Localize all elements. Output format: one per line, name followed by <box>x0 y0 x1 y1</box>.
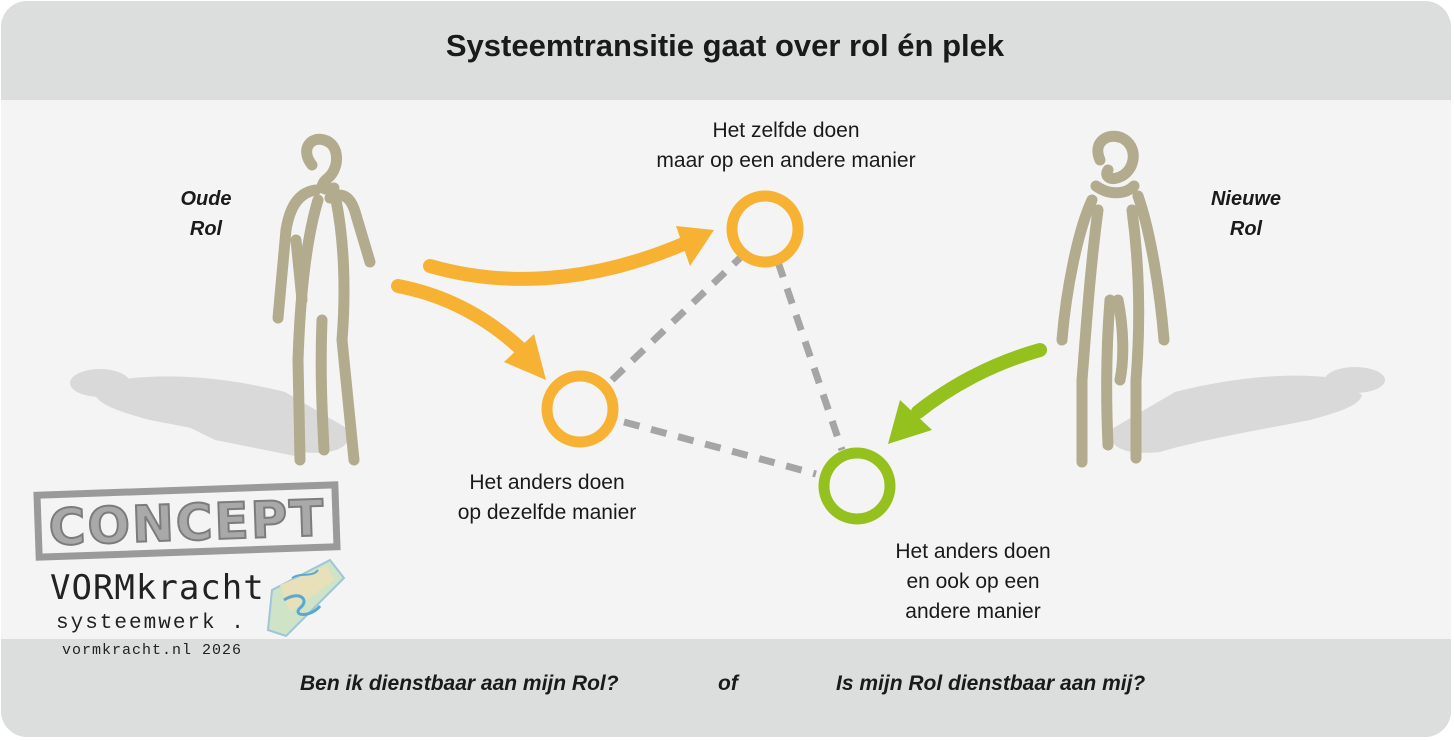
brand-name: VORMkracht <box>50 568 265 608</box>
node-top-label: Het zelfde doen maar op een andere manie… <box>636 116 936 176</box>
node-top-circle <box>726 190 804 268</box>
node-left-label-line2: op dezelfde manier <box>457 501 637 524</box>
question-separator: of <box>718 672 738 695</box>
old-role-shadow <box>70 369 351 456</box>
old-role-figure <box>272 133 376 466</box>
new-role-label-line1: Nieuwe <box>1210 188 1282 210</box>
old-role-label-line1: Oude <box>180 188 232 210</box>
new-role-shadow <box>1109 367 1385 453</box>
concept-stamp: CONCEPT <box>33 481 341 561</box>
node-top-label-line2: maar op een andere manier <box>656 149 916 172</box>
arrow-new-to-right <box>888 343 1047 444</box>
node-right-label-line3: andere manier <box>905 600 1041 623</box>
new-role-figure <box>1056 130 1170 468</box>
connection-top-right <box>774 260 846 452</box>
question-right: Is mijn Rol dienstbaar aan mij? <box>836 672 1146 695</box>
page-title: Systeemtransitie gaat over rol én plek <box>445 28 1005 63</box>
node-right-circle <box>818 447 896 525</box>
node-right-label: Het anders doen en ook op een andere man… <box>866 537 1080 627</box>
node-left-label-line1: Het anders doen <box>469 471 625 494</box>
old-role-label: Oude Rol <box>170 184 242 244</box>
node-right-label-line2: en ook op een <box>906 570 1040 593</box>
header-band <box>1 1 1451 100</box>
question-left: Ben ik dienstbaar aan mijn Rol? <box>300 672 619 695</box>
arrow-old-to-top <box>423 226 714 286</box>
node-left-circle <box>541 370 619 448</box>
connection-left-right <box>623 418 817 478</box>
connection-lines <box>609 255 846 478</box>
new-role-label: Nieuwe Rol <box>1200 184 1292 244</box>
brand-url: vormkracht.nl 2026 <box>62 642 243 659</box>
stamp-text: CONCEPT <box>48 489 327 557</box>
old-role-label-line2: Rol <box>189 218 223 240</box>
node-left-label: Het anders doen op dezelfde manier <box>440 468 654 528</box>
brand-logo-icon <box>266 558 346 638</box>
connection-top-left <box>609 255 743 383</box>
node-right-label-line1: Het anders doen <box>895 540 1051 563</box>
footer-band <box>1 639 1451 737</box>
new-role-label-line2: Rol <box>1229 218 1263 240</box>
node-top-label-line1: Het zelfde doen <box>712 119 860 142</box>
brand-subtitle: systeemwerk . <box>56 612 246 635</box>
arrow-old-to-left <box>391 279 546 380</box>
